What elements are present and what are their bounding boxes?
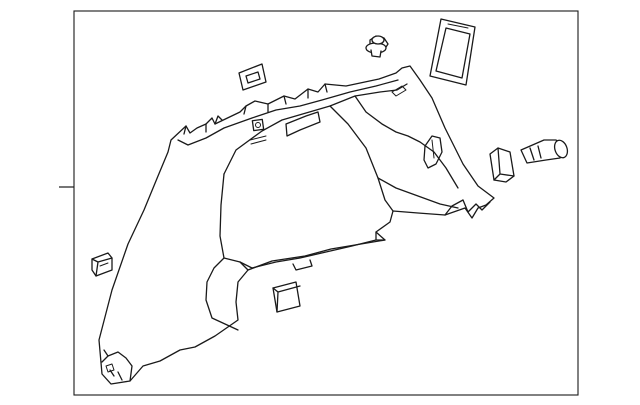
bulb-socket [489,147,515,183]
bulb [520,139,569,164]
diagram-frame [73,10,579,396]
cargo-light-lens [429,18,476,86]
lower-block-clip [272,281,301,313]
quarter-trim-panel [98,65,495,385]
bracket-clip [238,63,267,91]
push-retainer-clip [365,35,389,58]
side-clip [91,252,113,277]
